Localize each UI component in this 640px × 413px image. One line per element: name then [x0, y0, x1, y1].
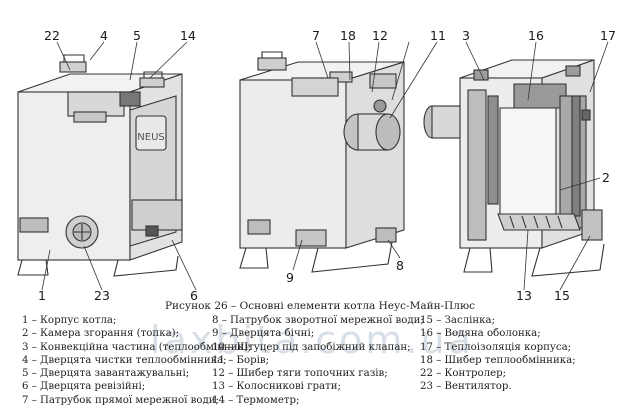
legend-item: 6 – Дверцята ревізійні;: [22, 381, 146, 393]
legend-item: 5 – Дверцята завантажувальні;: [22, 368, 190, 380]
legend-column-3: 15 – Заслінка; 16 – Водяна оболонка; 17 …: [420, 314, 576, 394]
callout-16: 16: [528, 28, 544, 43]
legend-item: 13 – Колосникові грати;: [212, 381, 341, 393]
callout-8: 8: [396, 258, 404, 273]
legend-item: 7 – Патрубок прямої мережної води;: [22, 394, 219, 406]
legend-item: 15 – Заслінка;: [420, 315, 496, 326]
callout-14: 14: [180, 28, 196, 43]
legend-item: 22 – Контролер;: [420, 368, 507, 380]
boiler-nameplate: NEUS: [137, 132, 164, 143]
legend-item: 3 – Конвекційна частина (теплообмінник);: [22, 341, 252, 353]
callout-18: 18: [340, 28, 356, 43]
legend-column-1: 1 – Корпус котла; 2 – Камера згорання (т…: [22, 314, 251, 407]
callout-6: 6: [190, 288, 198, 300]
callout-5: 5: [133, 28, 141, 43]
legend-item: 4 – Дверцята чистки теплообмінника;: [22, 354, 227, 366]
boiler-rear-view: [239, 51, 405, 273]
legend-item: 9 – Дверцята бічні;: [212, 328, 315, 340]
callout-13: 13: [516, 288, 532, 300]
legend-item: 8 – Патрубок зворотної мережної води;: [212, 315, 424, 326]
callout-11: 11: [430, 28, 446, 43]
legend-item: 14 – Термометр;: [212, 394, 300, 406]
legend-item: 16 – Водяна оболонка;: [420, 328, 541, 340]
legend-item: 11 – Борів;: [212, 354, 270, 366]
legend-item: 18 – Шибер теплообмінника;: [420, 354, 576, 366]
callout-15: 15: [554, 288, 570, 300]
boiler-front-view: [17, 54, 183, 277]
boiler-cutaway-view: [423, 59, 605, 277]
figure-caption: Рисунок 26 – Основні елементи котла Неус…: [164, 300, 475, 312]
callout-12: 12: [372, 28, 388, 43]
callout-1: 1: [38, 288, 46, 300]
callout-17: 17: [600, 28, 616, 43]
boiler-figure: NEUS 22 4 5 14 1 23 6 7 18 12 11 9 8 3 1…: [17, 28, 616, 300]
legend-item: 1 – Корпус котла;: [22, 315, 117, 326]
legend-item: 23 – Вентилятор.: [420, 381, 512, 393]
callout-4: 4: [100, 28, 108, 43]
callout-9: 9: [286, 270, 294, 285]
callout-2: 2: [602, 170, 610, 185]
callout-22: 22: [44, 28, 60, 43]
callout-3: 3: [462, 28, 470, 43]
legend-column-2: 8 – Патрубок зворотної мережної води; 9 …: [212, 314, 424, 407]
legend-item: 17 – Теплоізоляція корпуса;: [420, 341, 572, 353]
legend-item: 10 – Штуцер під запобіжний клапан;: [212, 341, 411, 353]
callout-7: 7: [312, 28, 320, 43]
callout-23: 23: [94, 288, 110, 300]
legend-item: 12 – Шибер тяги топочних газів;: [212, 368, 388, 380]
legend-item: 2 – Камера згорання (топка);: [22, 328, 180, 340]
